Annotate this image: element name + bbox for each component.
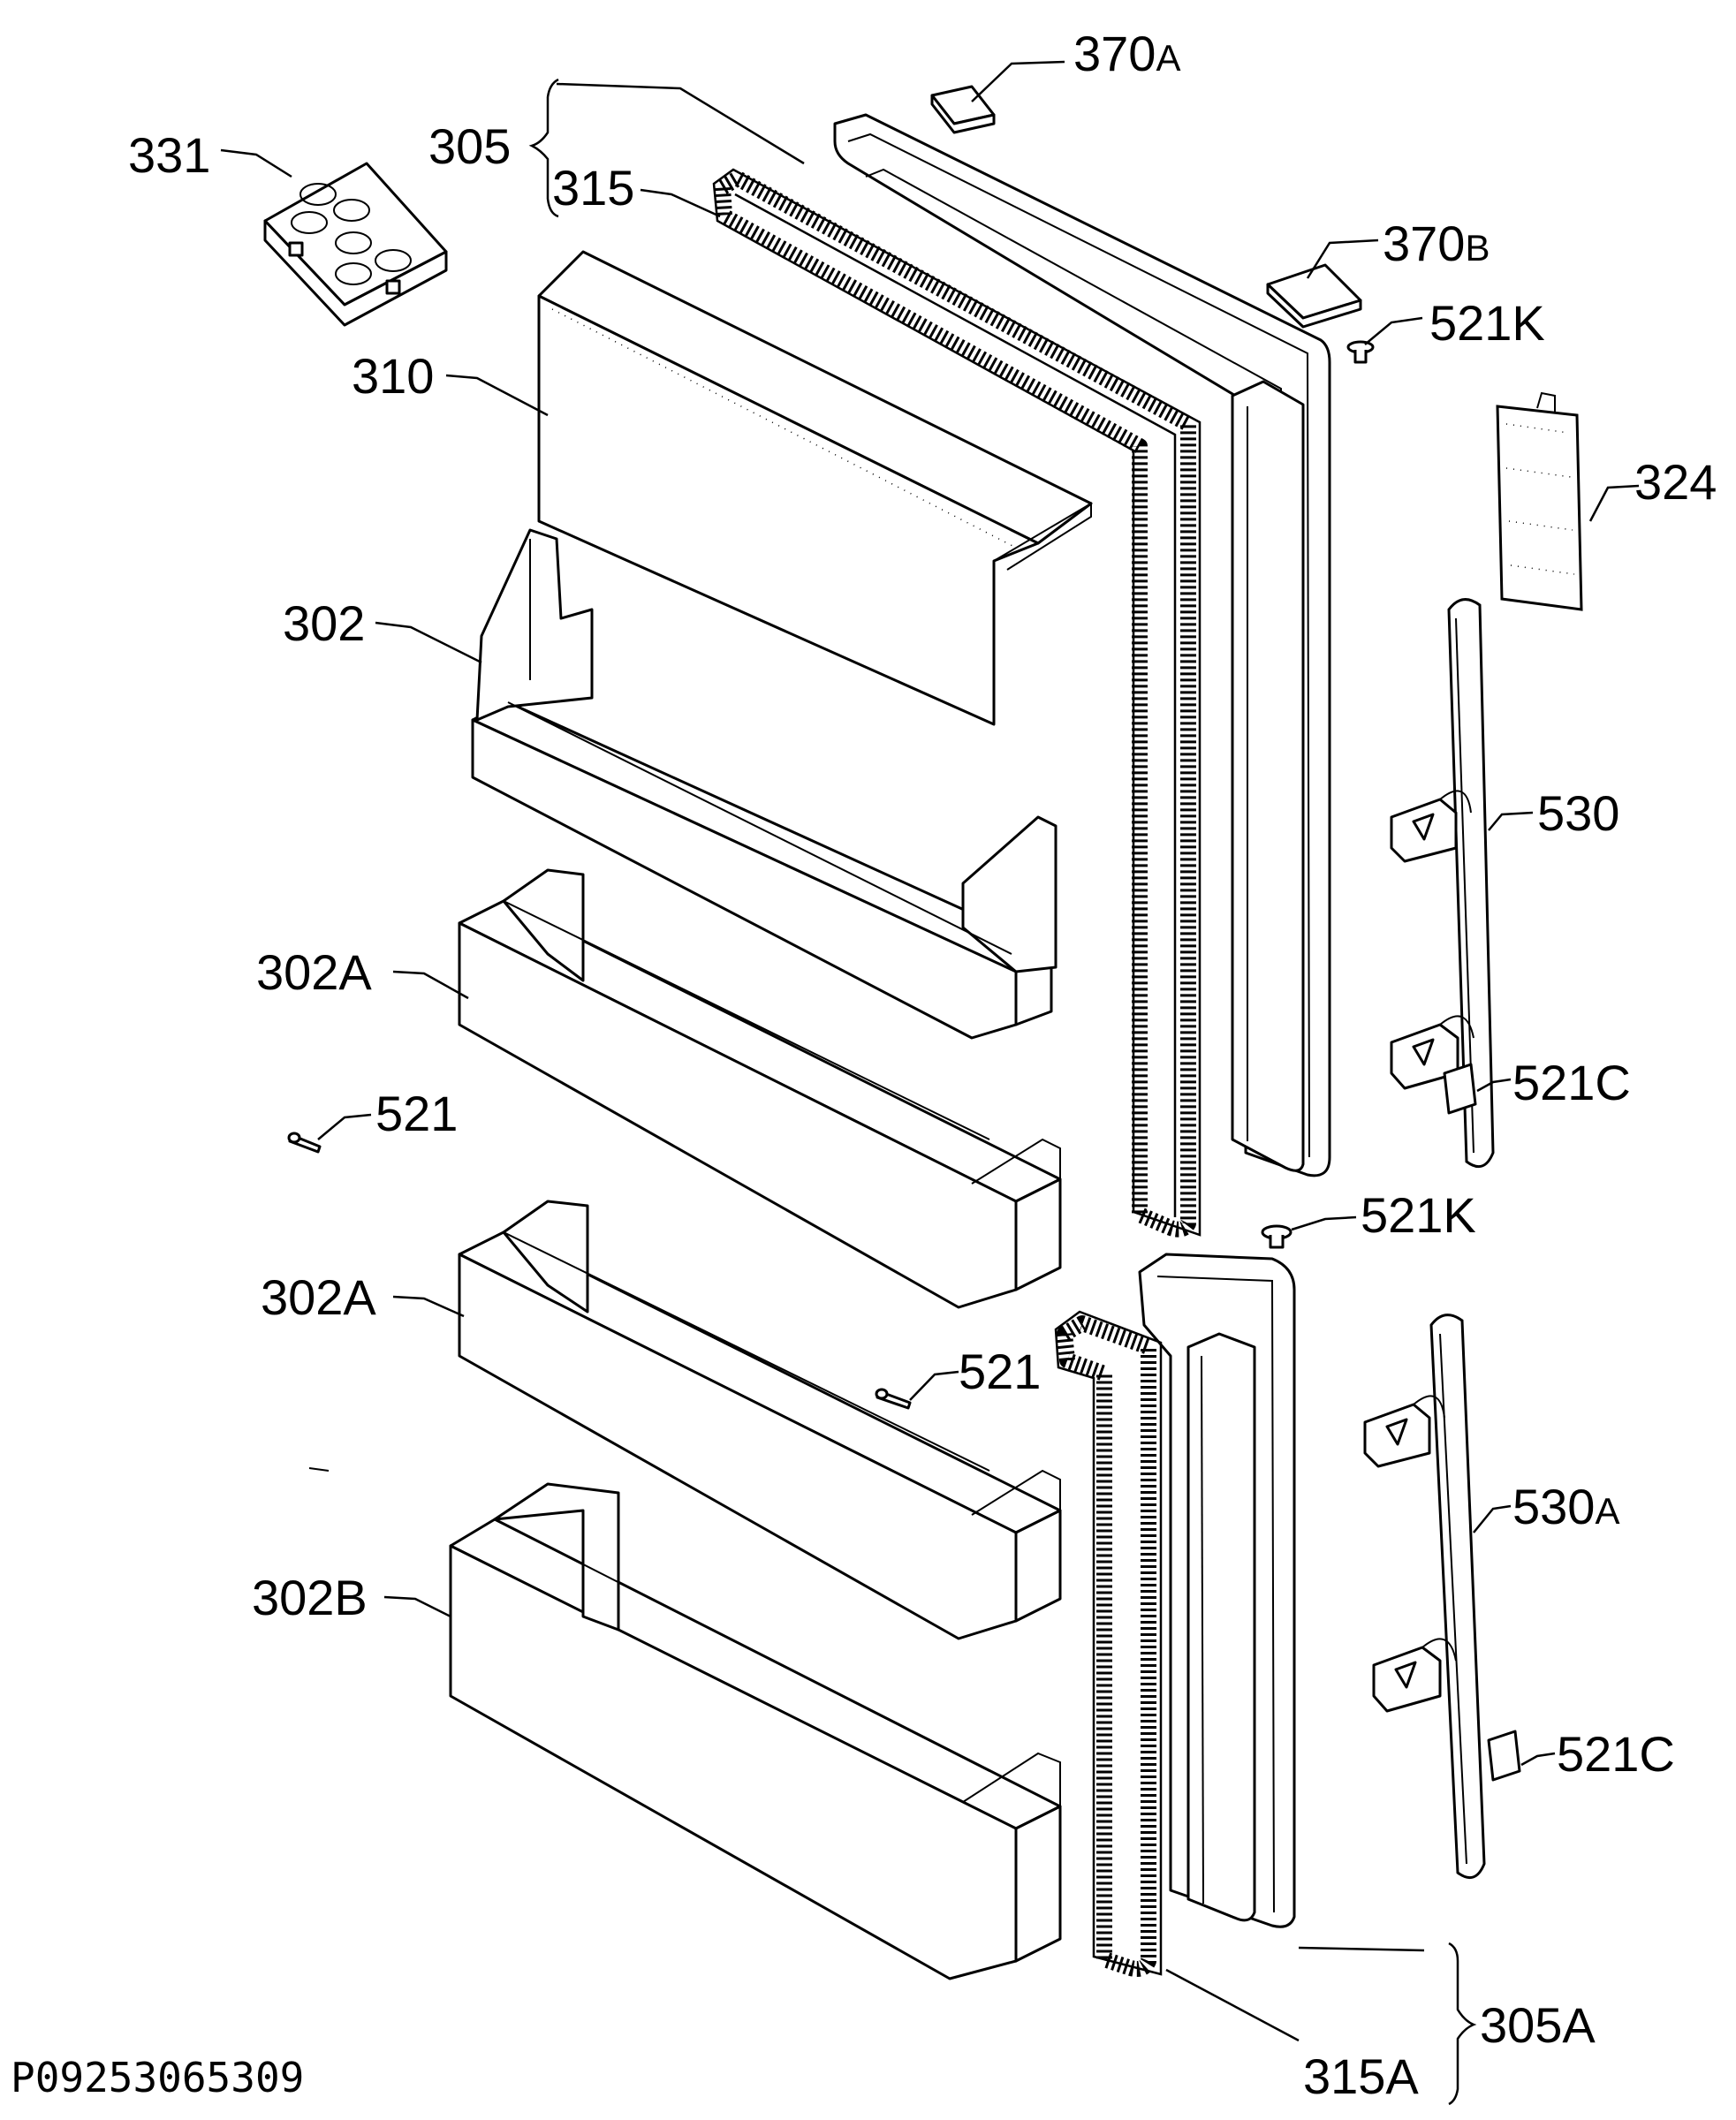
label-305: 305 [428,118,511,174]
plate-521c-top-part [1443,1063,1477,1115]
leader-lines [220,60,1640,2106]
door-shelf-302-part [471,528,1058,1040]
clip-370b-part [1266,263,1362,329]
screw-521-left-part [287,1132,322,1154]
lower-door-305a-part [1138,1253,1296,1928]
handle-530-part [1390,598,1495,1169]
label-521c-top: 521C [1512,1055,1631,1110]
label-302a-bottom: 302A [261,1269,376,1325]
reference-code: P09253065309 [11,2054,304,2101]
stray-mark [308,1467,330,1472]
sticker-324-part [1496,391,1583,611]
label-370a: 370A [1073,26,1180,81]
label-331: 331 [128,127,210,183]
label-370b: 370B [1383,216,1490,271]
door-shelf-302a-top-part [458,868,1062,1309]
label-324: 324 [1634,454,1717,510]
clip-370a-part [930,85,996,134]
label-530: 530 [1537,785,1619,841]
screw-521k-mid-part [1261,1224,1293,1249]
flap-310-part [537,250,1093,726]
handle-530a-part [1363,1314,1486,1880]
plate-521c-bottom-part [1487,1730,1521,1782]
label-315a: 315A [1303,2048,1419,2104]
label-302b: 302B [252,1570,368,1625]
label-302a-top: 302A [256,944,372,1000]
door-bin-302b-part [449,1482,1062,1980]
screw-521-mid-part [875,1388,912,1410]
label-310: 310 [352,348,434,404]
label-302: 302 [283,595,365,651]
door-shelf-302a-bottom-part [458,1200,1062,1640]
label-305a: 305A [1480,1997,1596,2053]
upper-gasket-315-part [712,168,1202,1238]
label-521-mid: 521 [959,1344,1041,1399]
label-521c-bottom: 521C [1557,1726,1675,1782]
label-530a: 530A [1512,1479,1619,1534]
label-315: 315 [552,160,634,216]
lower-gasket-315a-part [1054,1310,1163,1977]
egg-tray-part [263,162,448,327]
label-521k-top: 521K [1429,295,1545,351]
upper-door-305-part [833,113,1331,1177]
label-521-left: 521 [375,1086,458,1141]
label-521k-mid: 521K [1361,1187,1476,1243]
screw-521k-top-part [1346,340,1375,364]
